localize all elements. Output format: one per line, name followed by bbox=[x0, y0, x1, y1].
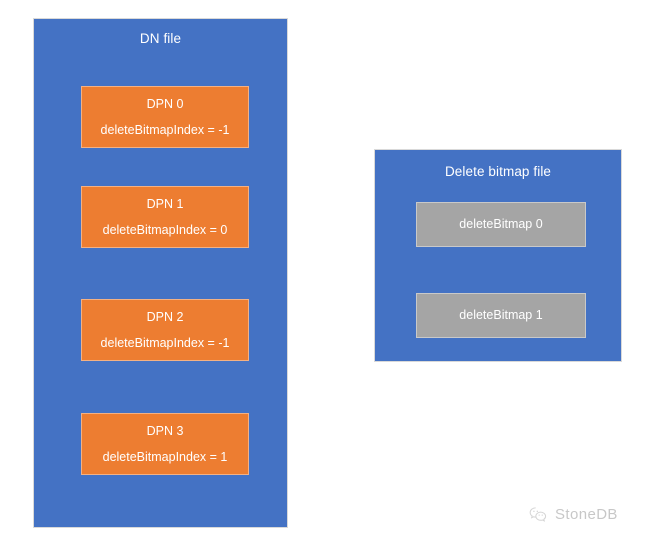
delete-bitmap-block-1: deleteBitmap 1 bbox=[416, 293, 586, 338]
dn-file-panel-title: DN file bbox=[139, 31, 182, 46]
dpn-block-0-subtitle: deleteBitmapIndex = -1 bbox=[100, 122, 230, 137]
watermark-text: StoneDB bbox=[555, 506, 618, 523]
delete-bitmap-file-panel: Delete bitmap file deleteBitmap 0 delete… bbox=[374, 149, 622, 362]
delete-bitmap-block-0-label: deleteBitmap 0 bbox=[459, 217, 543, 231]
dpn-block-3-subtitle: deleteBitmapIndex = 1 bbox=[102, 449, 228, 464]
dpn-block-3-title: DPN 3 bbox=[146, 423, 184, 438]
watermark: StoneDB bbox=[528, 505, 618, 525]
dpn-block-2: DPN 2 deleteBitmapIndex = -1 bbox=[81, 299, 249, 361]
wechat-icon bbox=[528, 505, 548, 525]
dpn-block-2-title: DPN 2 bbox=[146, 309, 184, 324]
dpn-block-3: DPN 3 deleteBitmapIndex = 1 bbox=[81, 413, 249, 475]
dpn-block-0-title: DPN 0 bbox=[146, 96, 184, 111]
delete-bitmap-file-panel-title: Delete bitmap file bbox=[444, 164, 552, 179]
dpn-block-1-subtitle: deleteBitmapIndex = 0 bbox=[102, 222, 228, 237]
dpn-block-2-subtitle: deleteBitmapIndex = -1 bbox=[100, 335, 230, 350]
dpn-block-1: DPN 1 deleteBitmapIndex = 0 bbox=[81, 186, 249, 248]
dn-file-panel: DN file DPN 0 deleteBitmapIndex = -1 DPN… bbox=[33, 18, 288, 528]
delete-bitmap-block-1-label: deleteBitmap 1 bbox=[459, 308, 543, 322]
dpn-block-1-title: DPN 1 bbox=[146, 196, 184, 211]
dpn-block-0: DPN 0 deleteBitmapIndex = -1 bbox=[81, 86, 249, 148]
delete-bitmap-block-0: deleteBitmap 0 bbox=[416, 202, 586, 247]
